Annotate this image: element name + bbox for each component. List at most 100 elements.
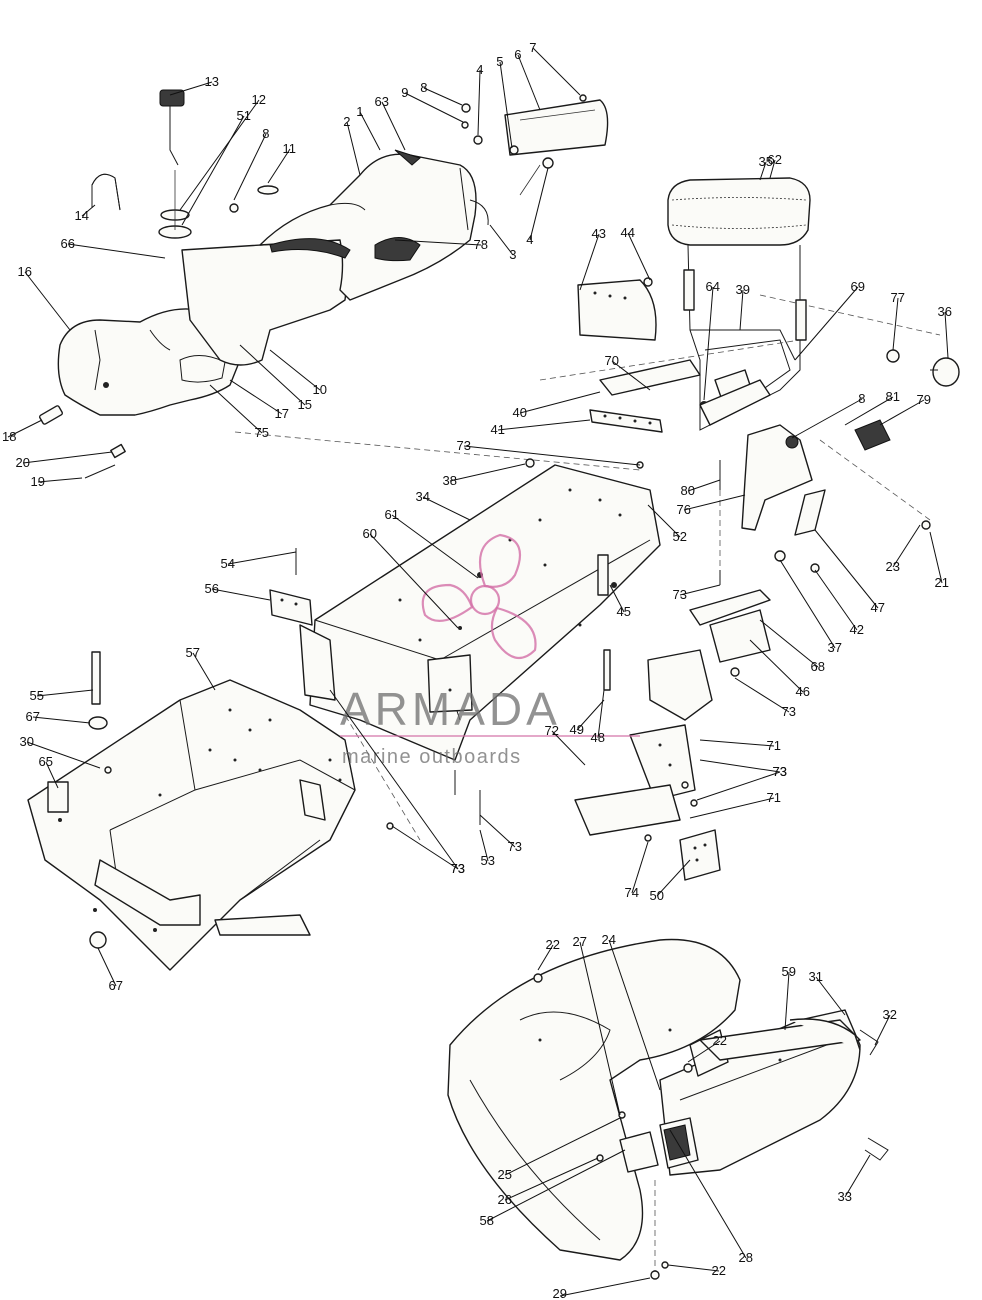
- callout-number: 53: [481, 853, 495, 868]
- callout-number: 22: [713, 1033, 727, 1048]
- callout-leader: [211, 588, 271, 601]
- callout-leader: [477, 69, 481, 136]
- callout-number: 36: [938, 304, 952, 319]
- callout-number: 35: [759, 154, 773, 169]
- callout-number: 73: [782, 704, 796, 719]
- main-chassis: [299, 458, 661, 761]
- callout-number: 34: [416, 489, 430, 504]
- callout-leader: [656, 859, 691, 897]
- callout-leader: [647, 504, 681, 538]
- callout-number: 22: [712, 1263, 726, 1278]
- callout-leader: [463, 445, 641, 466]
- callout-leader: [192, 652, 216, 691]
- callout-number: 14: [75, 208, 89, 223]
- callout-number: 23: [886, 559, 900, 574]
- callout-leader: [404, 92, 464, 123]
- callout-leader: [422, 496, 471, 521]
- callout-leader: [749, 639, 804, 693]
- callout-number: 60: [363, 526, 377, 541]
- callout-leader: [227, 551, 297, 565]
- callout-leader: [687, 479, 721, 492]
- callout-number: 25: [498, 1167, 512, 1182]
- callout-number: 67: [109, 978, 123, 993]
- callout-leader: [519, 391, 601, 414]
- callout-number: 4: [526, 232, 533, 247]
- footwell-tub: [27, 679, 356, 971]
- callout-leader: [683, 494, 746, 511]
- watermark-brand: ARMADA: [340, 683, 561, 735]
- callout-leader: [394, 239, 482, 246]
- callout-number: 22: [546, 937, 560, 952]
- callout-leader: [791, 398, 863, 439]
- watermark-logo: ARMADA marine outboards: [340, 533, 640, 768]
- callout-number: 6: [514, 47, 521, 62]
- callout-leader: [689, 797, 775, 819]
- strap-bracket: [589, 359, 701, 433]
- callout-number: 43: [592, 226, 606, 241]
- callout-number: 71: [767, 790, 781, 805]
- callout-leader: [609, 584, 625, 613]
- callout-leader: [769, 159, 776, 179]
- callout-leader: [699, 739, 775, 747]
- callout-number: 21: [935, 575, 949, 590]
- callout-leader: [611, 360, 651, 391]
- callout-leader: [97, 947, 117, 987]
- callout-leader: [929, 531, 943, 584]
- callout-number: 29: [553, 1286, 567, 1300]
- callout-leader: [229, 379, 283, 415]
- callout-number: 54: [221, 556, 235, 571]
- callout-leader: [233, 133, 267, 201]
- small-brackets-left: [47, 548, 313, 949]
- callout-number: 27: [573, 934, 587, 949]
- callout-leader: [814, 569, 858, 631]
- callout-number: 38: [443, 473, 457, 488]
- callout-number: 10: [313, 382, 327, 397]
- callout-leader: [22, 451, 113, 464]
- callout-number: 48: [591, 730, 605, 745]
- callout-leader: [24, 271, 71, 331]
- callout-number: 66: [61, 236, 75, 251]
- callout-number: 64: [706, 279, 720, 294]
- callout-leader: [37, 477, 83, 483]
- callout-leader: [759, 161, 767, 181]
- backrest-plate: [577, 277, 657, 341]
- callout-number: 16: [18, 264, 32, 279]
- callout-leader: [179, 99, 260, 211]
- callout-leader: [517, 54, 541, 111]
- callout-number: 68: [811, 659, 825, 674]
- callout-leader: [608, 939, 661, 1091]
- callout-number: 63: [375, 94, 389, 109]
- callout-leader: [784, 971, 790, 1031]
- callout-number: 73: [773, 764, 787, 779]
- callout-leader: [391, 825, 459, 870]
- callout-number: 1: [356, 104, 363, 119]
- callout-number: 73: [451, 861, 465, 876]
- callout-number: 4: [476, 62, 483, 77]
- callout-number: 28: [739, 1250, 753, 1265]
- callout-number: 55: [30, 688, 44, 703]
- callout-number: 30: [20, 734, 34, 749]
- seat-latch: [461, 94, 609, 226]
- callout-number: 70: [605, 353, 619, 368]
- callout-number: 74: [625, 885, 639, 900]
- callout-number: 57: [186, 645, 200, 660]
- callout-number: 8: [858, 391, 865, 406]
- callout-leader: [794, 286, 859, 361]
- callout-number: 18: [2, 429, 16, 444]
- callout-number: 75: [255, 425, 269, 440]
- callout-leader: [892, 297, 899, 351]
- callout-number: 44: [621, 225, 635, 240]
- callout-leader: [667, 1264, 720, 1272]
- callout-number: 26: [498, 1192, 512, 1207]
- watermark-tagline: marine outboards: [342, 746, 522, 768]
- callout-leader: [537, 944, 554, 971]
- callout-number: 52: [673, 529, 687, 544]
- callout-leader: [329, 689, 459, 870]
- callout-number: 3: [509, 247, 516, 262]
- fuel-hose: [91, 173, 121, 211]
- backrest: [667, 177, 811, 246]
- callout-number: 73: [451, 861, 465, 876]
- callout-leader: [844, 1154, 871, 1198]
